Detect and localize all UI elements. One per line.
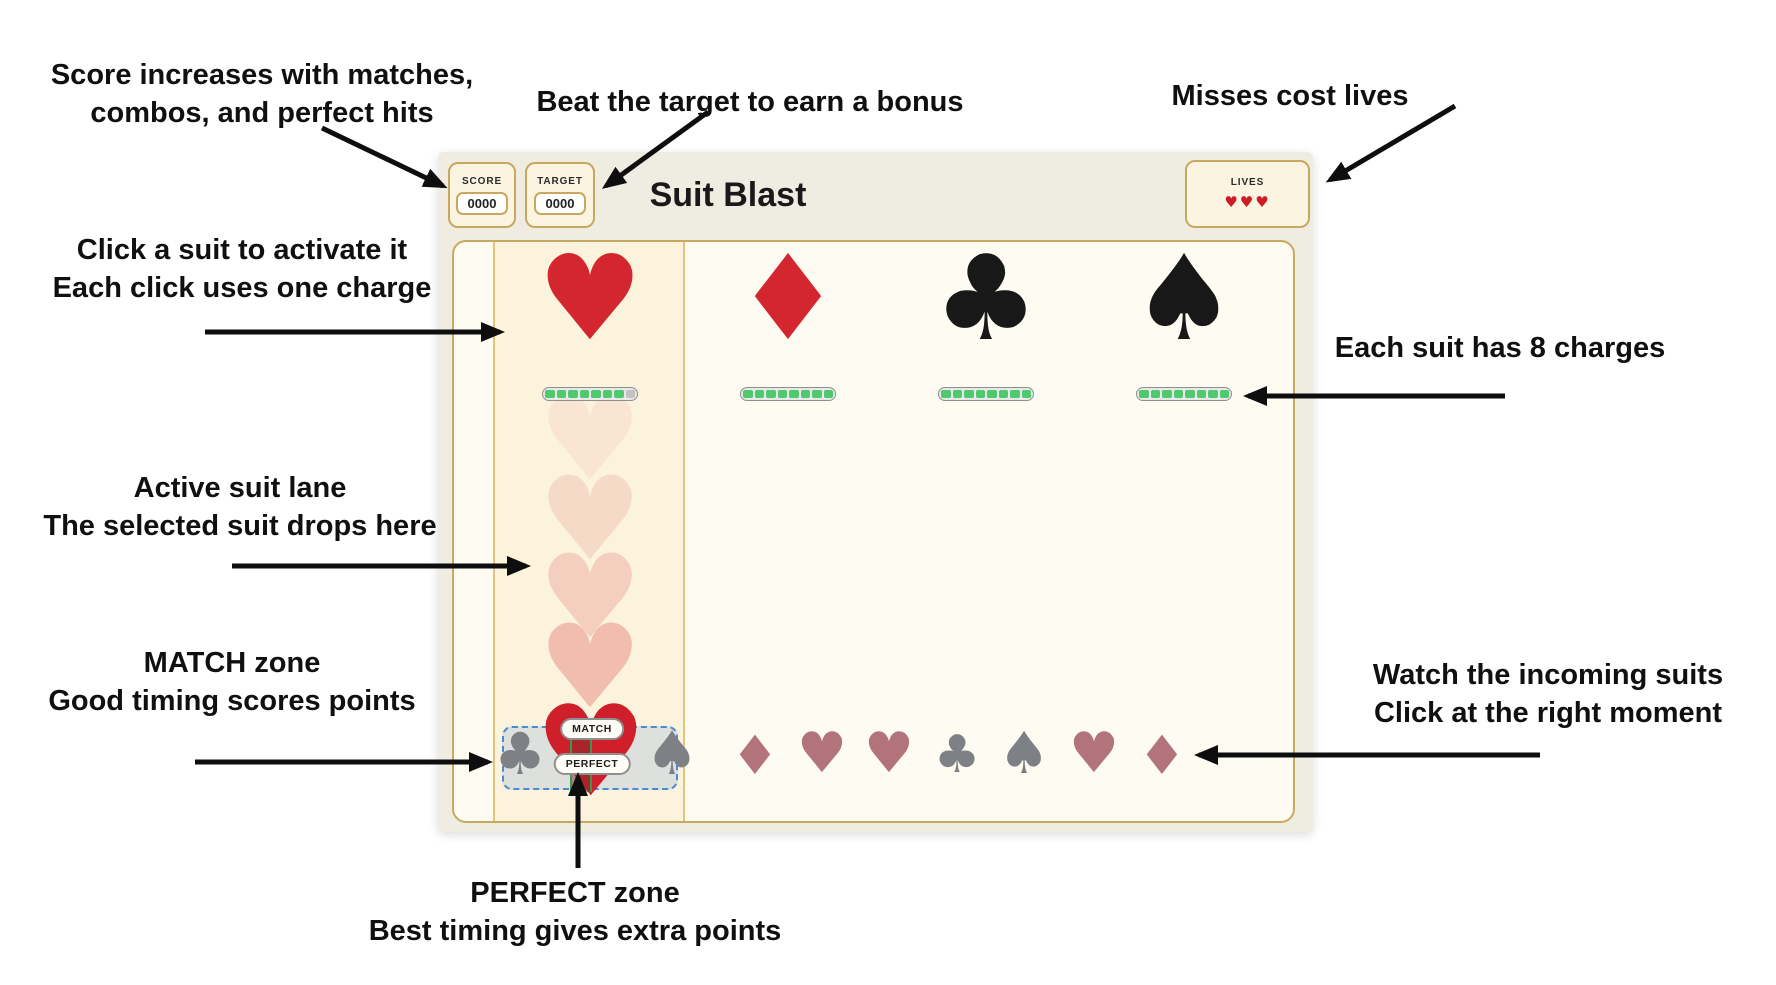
charge-segment	[625, 390, 635, 398]
charge-segment	[964, 390, 974, 398]
ghost-heart: ♥	[538, 452, 642, 587]
charge-bar-hearts	[542, 387, 638, 401]
annotation-incoming: Watch the incoming suits Click at the ri…	[1368, 656, 1728, 732]
charge-segment	[1208, 390, 1218, 398]
charge-segment	[568, 390, 578, 398]
incoming-suit-diamond: ♦	[730, 724, 780, 787]
charge-segment	[754, 390, 764, 398]
lives-label: LIVES	[1230, 177, 1265, 188]
ghost-heart: ♥	[538, 530, 642, 665]
annotation-perfect-zone-line2: Best timing gives extra points	[368, 915, 782, 947]
incoming-suit-heart: ♥	[1068, 721, 1120, 786]
charge-bar-clubs	[938, 387, 1034, 401]
incoming-suit-heart: ♥	[796, 721, 848, 786]
arrow-score	[320, 125, 448, 189]
charge-bar-spades	[1136, 387, 1232, 401]
match-zone-badge: MATCH	[560, 718, 624, 740]
charge-segment	[545, 390, 555, 398]
score-label: SCORE	[461, 175, 503, 187]
annotation-click-suit: Click a suit to activate it Each click u…	[0, 231, 484, 307]
charge-segment	[777, 390, 787, 398]
annotation-click-suit-line2: Each click uses one charge	[52, 272, 432, 304]
annotation-target-line1: Beat the target to earn a bonus	[536, 86, 964, 118]
charge-segment	[1139, 390, 1149, 398]
arrow-lives	[1325, 103, 1457, 183]
suit-button-spades[interactable]: ♠	[1131, 229, 1237, 367]
charge-segment	[1173, 390, 1183, 398]
charge-segment	[743, 390, 753, 398]
lives-box: LIVES ♥♥♥	[1185, 160, 1310, 228]
charge-segment	[602, 390, 612, 398]
charge-segment	[1021, 390, 1031, 398]
annotation-charges: Each suit has 8 charges	[1310, 329, 1690, 367]
charge-segment	[998, 390, 1008, 398]
game-title: Suit Blast	[649, 176, 807, 214]
charge-segment	[1162, 390, 1172, 398]
annotation-perfect-zone-line1: PERFECT zone	[470, 877, 680, 909]
incoming-suit-spade: ♠	[998, 719, 1050, 787]
annotation-lives: Misses cost lives	[1090, 77, 1490, 115]
charge-segment	[975, 390, 985, 398]
annotation-target: Beat the target to earn a bonus	[480, 83, 1020, 121]
charge-segment	[941, 390, 951, 398]
annotation-click-suit-line1: Click a suit to activate it	[76, 234, 408, 266]
score-box: SCORE 0000	[448, 162, 516, 228]
target-box: TARGET 0000	[525, 162, 595, 228]
charge-segment	[614, 390, 624, 398]
annotation-perfect-zone: PERFECT zone Best timing gives extra poi…	[345, 874, 805, 950]
suit-button-hearts[interactable]: ♥	[537, 229, 643, 367]
incoming-suit-club: ♣	[933, 725, 981, 785]
suit-button-clubs[interactable]: ♣	[933, 229, 1039, 367]
charge-segment	[812, 390, 822, 398]
incoming-suit-spade: ♠	[645, 719, 699, 789]
annotation-match-zone-line2: Good timing scores points	[48, 685, 416, 717]
charge-segment	[766, 390, 776, 398]
annotation-incoming-line1: Watch the incoming suits	[1372, 659, 1724, 691]
ghost-heart: ♥	[538, 600, 642, 735]
annotation-match-zone: MATCH zone Good timing scores points	[0, 644, 464, 720]
annotation-score-line1: Score increases with matches,	[50, 59, 474, 91]
annotation-active-lane-line2: The selected suit drops here	[43, 510, 437, 542]
charge-segment	[591, 390, 601, 398]
annotation-incoming-line2: Click at the right moment	[1373, 697, 1723, 729]
charge-segment	[1196, 390, 1206, 398]
annotation-charges-line1: Each suit has 8 charges	[1334, 332, 1666, 364]
annotation-active-lane-line1: Active suit lane	[133, 472, 347, 504]
target-value: 0000	[533, 191, 587, 215]
charge-bar-diamonds	[740, 387, 836, 401]
charge-segment	[952, 390, 962, 398]
incoming-suit-club: ♣	[494, 720, 546, 788]
charge-segment	[987, 390, 997, 398]
charge-segment	[579, 390, 589, 398]
charge-segment	[1219, 390, 1229, 398]
charge-segment	[800, 390, 810, 398]
charge-segment	[556, 390, 566, 398]
charge-segment	[789, 390, 799, 398]
incoming-suit-diamond: ♦	[1137, 724, 1187, 787]
target-label: TARGET	[537, 175, 583, 187]
charge-segment	[1150, 390, 1160, 398]
annotation-score: Score increases with matches, combos, an…	[2, 56, 522, 132]
charge-segment	[1010, 390, 1020, 398]
charge-segment	[1185, 390, 1195, 398]
annotation-match-zone-line1: MATCH zone	[143, 647, 321, 679]
score-value: 0000	[455, 191, 509, 215]
incoming-suit-heart: ♥	[863, 721, 915, 786]
perfect-zone-badge: PERFECT	[553, 753, 631, 775]
annotation-active-lane: Active suit lane The selected suit drops…	[0, 469, 480, 545]
charge-segment	[823, 390, 833, 398]
suit-button-diamonds[interactable]: ♦	[735, 229, 841, 367]
annotation-score-line2: combos, and perfect hits	[90, 97, 434, 129]
annotation-lives-line1: Misses cost lives	[1171, 80, 1409, 112]
lives-hearts-icon: ♥♥♥	[1224, 193, 1271, 211]
